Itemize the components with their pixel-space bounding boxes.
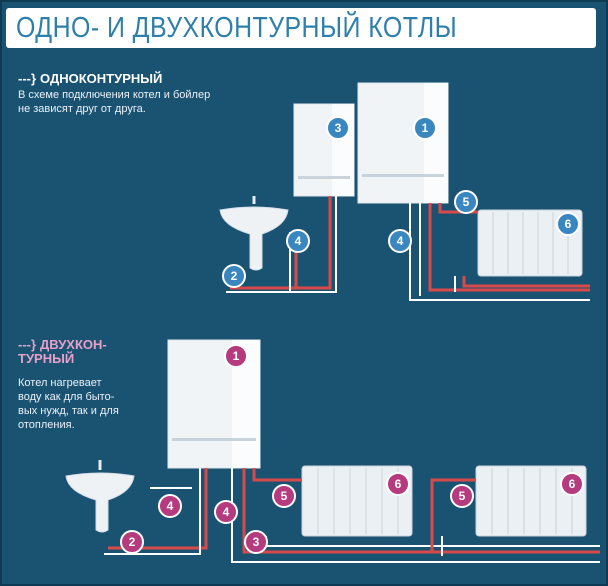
single-circuit-title: ОДНОКОНТУРНЫЙ xyxy=(40,71,163,86)
double-circuit-title-line: ТУРНЫЙ xyxy=(18,351,75,366)
description-line: Котел нагревает xyxy=(18,377,102,389)
badge-radiator-valve: 5 xyxy=(454,190,478,214)
double-circuit-title-line: ДВУХКОН- xyxy=(40,337,107,352)
page-title: ОДНО- И ДВУХКОНТУРНЫЙ КОТЛЫ xyxy=(16,12,458,44)
badge-mixer-valve: 4 xyxy=(286,229,310,253)
badge-radiator: 6 xyxy=(560,472,584,496)
badge-mixer-valve: 4 xyxy=(388,229,412,253)
description-line: вых нужд, так и для xyxy=(18,405,119,417)
badge-boiler-unit: 1 xyxy=(413,116,437,140)
single-circuit-description: В схеме подключения котел и бойлер не за… xyxy=(18,88,210,116)
description-line: отопления. xyxy=(18,419,75,431)
badge-water-supply: 2 xyxy=(120,530,144,554)
description-line: воду как для быто- xyxy=(18,391,115,403)
badge-mixer-valve: 4 xyxy=(158,494,182,518)
description-line: не зависят друг от друга. xyxy=(18,103,146,115)
badge-heating-supply: 3 xyxy=(244,530,268,554)
title-banner: ОДНО- И ДВУХКОНТУРНЫЙ КОТЛЫ xyxy=(6,8,596,48)
single-circuit-heading: ---}ОДНОКОНТУРНЫЙ xyxy=(18,72,162,86)
sink-bottom xyxy=(65,472,135,533)
description-line: В схеме подключения котел и бойлер xyxy=(18,89,211,101)
badge-water-supply: 2 xyxy=(222,264,246,288)
badge-radiator-valve: 5 xyxy=(450,484,474,508)
double-circuit-heading: ---}ДВУХКОН- ТУРНЫЙ xyxy=(18,338,107,366)
badge-radiator: 6 xyxy=(556,212,580,236)
badge-radiator-valve: 5 xyxy=(272,484,296,508)
badge-boiler-tank: 3 xyxy=(326,116,350,140)
arrow-icon: ---} xyxy=(18,337,37,352)
sink-top xyxy=(219,206,289,271)
badge-boiler-unit: 1 xyxy=(224,344,248,368)
arrow-icon: ---} xyxy=(18,71,37,86)
badge-radiator: 6 xyxy=(386,472,410,496)
badge-mixer-valve: 4 xyxy=(214,500,238,524)
double-circuit-description: Котел нагревает воду как для быто- вых н… xyxy=(18,376,119,432)
radiator-bottom-2 xyxy=(475,465,587,537)
